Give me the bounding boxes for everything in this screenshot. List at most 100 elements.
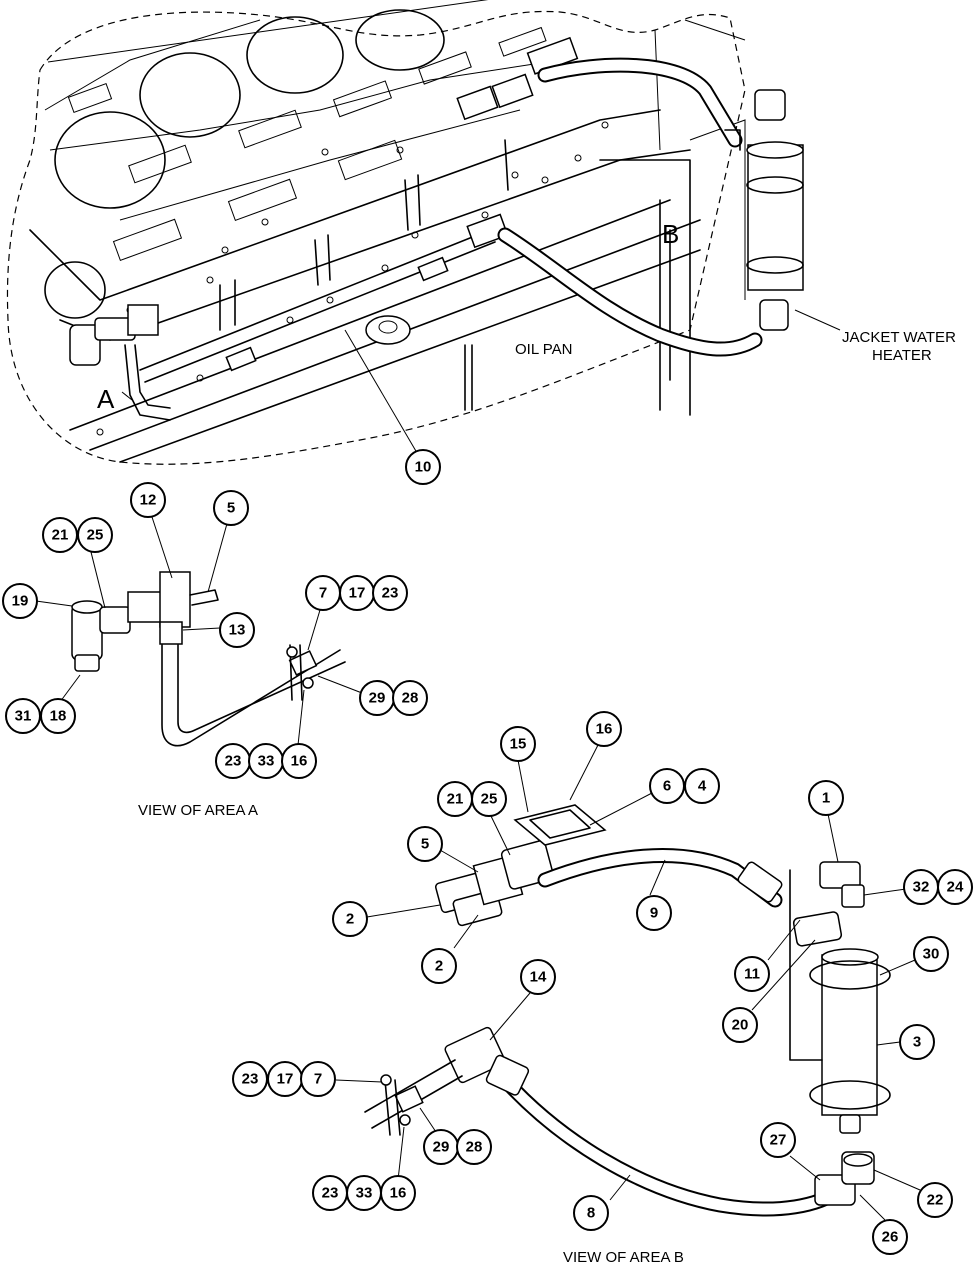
callout-5-a: 5 — [213, 490, 249, 526]
callout-16-c: 16 — [380, 1175, 416, 1211]
callout-20: 20 — [722, 1007, 758, 1043]
svg-text:31: 31 — [15, 708, 32, 725]
svg-text:20: 20 — [732, 1017, 749, 1034]
callout-21-b: 21 — [437, 781, 473, 817]
callout-14: 14 — [520, 959, 556, 995]
svg-text:28: 28 — [402, 690, 419, 707]
svg-text:5: 5 — [421, 836, 429, 853]
svg-text:33: 33 — [356, 1185, 373, 1202]
svg-text:25: 25 — [87, 527, 104, 544]
callout-1: 1 — [808, 780, 844, 816]
svg-text:5: 5 — [227, 500, 235, 517]
svg-text:24: 24 — [947, 879, 964, 896]
callout-27: 27 — [760, 1122, 796, 1158]
svg-text:26: 26 — [882, 1229, 899, 1246]
callout-7-a: 7 — [305, 575, 341, 611]
callout-2-a: 2 — [332, 901, 368, 937]
jacket-water-label: JACKET WATER — [842, 329, 956, 346]
callout-33-b: 33 — [346, 1175, 382, 1211]
svg-text:22: 22 — [927, 1192, 944, 1209]
callout-29-b: 29 — [423, 1129, 459, 1165]
callout-17-a: 17 — [339, 575, 375, 611]
svg-text:16: 16 — [390, 1185, 407, 1202]
callout-4: 4 — [684, 768, 720, 804]
callout-22: 22 — [917, 1182, 953, 1218]
callout-9: 9 — [636, 895, 672, 931]
svg-text:25: 25 — [481, 791, 498, 808]
callout-31: 31 — [5, 698, 41, 734]
callout-11: 11 — [734, 956, 770, 992]
oil-pan-label: OIL PAN — [515, 341, 573, 358]
view-area-a — [35, 516, 363, 747]
callout-2-b: 2 — [421, 948, 457, 984]
jacket-water-heater — [724, 89, 804, 331]
svg-text:15: 15 — [510, 736, 527, 753]
callout-24: 24 — [937, 869, 973, 905]
svg-text:9: 9 — [650, 905, 658, 922]
svg-text:7: 7 — [319, 585, 327, 602]
callout-21-a: 21 — [42, 517, 78, 553]
cover-bolts — [96, 121, 609, 436]
svg-text:16: 16 — [291, 753, 308, 770]
svg-text:21: 21 — [447, 791, 464, 808]
view-area-a-caption: VIEW OF AREA A — [138, 802, 258, 819]
callout-16-a: 16 — [281, 743, 317, 779]
svg-text:10: 10 — [415, 459, 432, 476]
callout-32: 32 — [903, 869, 939, 905]
svg-text:27: 27 — [770, 1132, 787, 1149]
callout-26: 26 — [872, 1219, 908, 1255]
svg-text:2: 2 — [346, 911, 354, 928]
svg-text:1: 1 — [822, 790, 830, 807]
callout-29-a: 29 — [359, 680, 395, 716]
svg-text:33: 33 — [258, 753, 275, 770]
svg-text:7: 7 — [314, 1071, 322, 1088]
svg-text:23: 23 — [225, 753, 242, 770]
callout-33-a: 33 — [248, 743, 284, 779]
callout-25-a: 25 — [77, 517, 113, 553]
svg-text:4: 4 — [698, 778, 707, 795]
callout-3: 3 — [899, 1024, 935, 1060]
svg-text:6: 6 — [663, 778, 671, 795]
view-area-b — [335, 744, 921, 1221]
callout-7-b: 7 — [300, 1061, 336, 1097]
svg-text:16: 16 — [596, 721, 613, 738]
svg-text:21: 21 — [52, 527, 69, 544]
svg-text:23: 23 — [242, 1071, 259, 1088]
callout-12: 12 — [130, 482, 166, 518]
svg-text:19: 19 — [12, 593, 29, 610]
engine-overview — [6, 0, 841, 465]
callout-15: 15 — [500, 726, 536, 762]
callout-23-b: 23 — [215, 743, 251, 779]
svg-text:23: 23 — [322, 1185, 339, 1202]
callout-23-a: 23 — [372, 575, 408, 611]
callout-30: 30 — [913, 936, 949, 972]
cylinder-bores — [44, 9, 445, 319]
callout-18: 18 — [40, 698, 76, 734]
callout-13: 13 — [219, 612, 255, 648]
callout-16-b: 16 — [586, 711, 622, 747]
svg-text:8: 8 — [587, 1205, 595, 1222]
callout-10: 10 — [405, 449, 441, 485]
callout-19: 19 — [2, 583, 38, 619]
svg-text:28: 28 — [466, 1139, 483, 1156]
callout-5-b: 5 — [407, 826, 443, 862]
svg-text:17: 17 — [349, 585, 366, 602]
callout-group: 10 12 5 21 25 19 13 7 17 23 31 18 29 28 … — [2, 449, 973, 1255]
callout-28-a: 28 — [392, 680, 428, 716]
callout-23-d: 23 — [312, 1175, 348, 1211]
svg-text:23: 23 — [382, 585, 399, 602]
callout-8: 8 — [573, 1195, 609, 1231]
svg-text:2: 2 — [435, 958, 443, 975]
callout-23-c: 23 — [232, 1061, 268, 1097]
svg-text:3: 3 — [913, 1034, 921, 1051]
callout-6: 6 — [649, 768, 685, 804]
svg-text:32: 32 — [913, 879, 930, 896]
svg-text:14: 14 — [530, 969, 547, 986]
area-b-marker: B — [662, 219, 679, 249]
svg-text:30: 30 — [923, 946, 940, 963]
view-area-b-caption: VIEW OF AREA B — [563, 1249, 684, 1266]
callout-25-b: 25 — [471, 781, 507, 817]
heater-label: HEATER — [872, 347, 932, 364]
